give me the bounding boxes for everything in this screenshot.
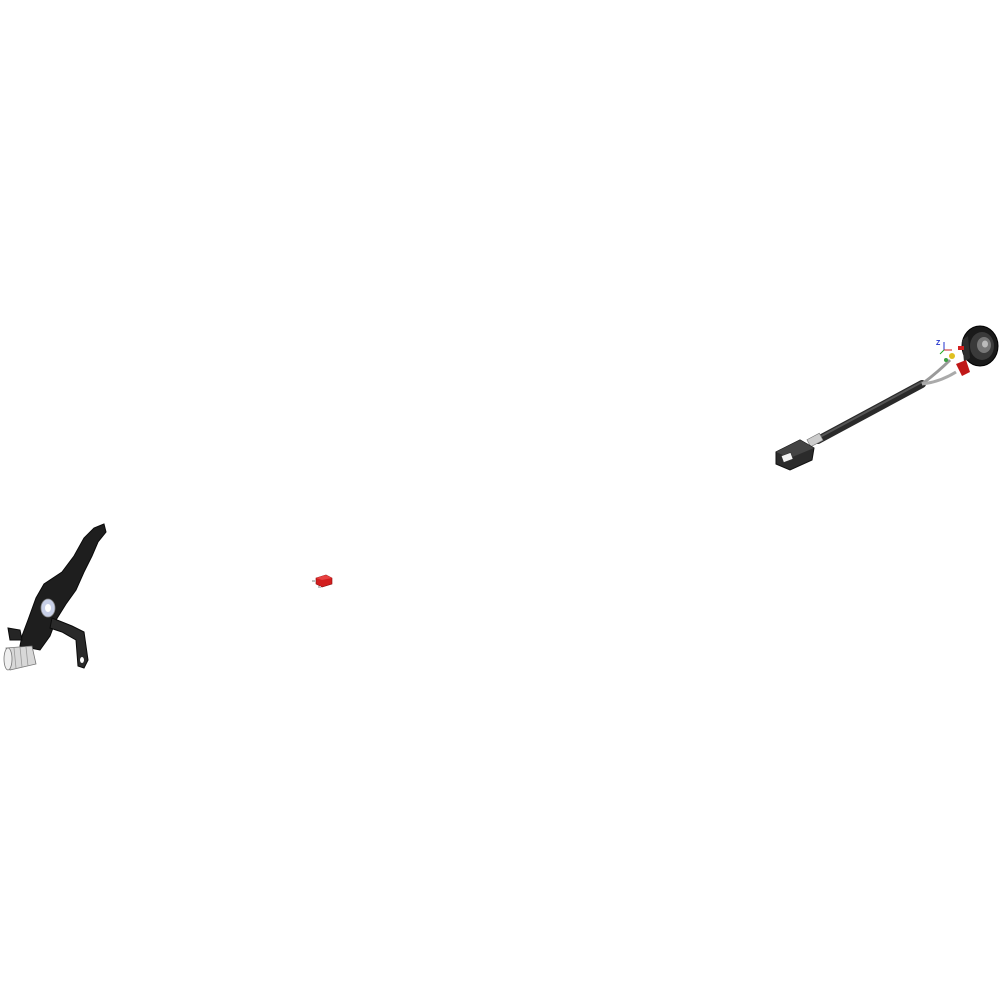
terminal-yellow — [949, 353, 955, 359]
terminal-red — [956, 360, 970, 376]
bracket-foot — [7, 627, 23, 641]
bracket-side-tab — [49, 617, 89, 669]
fuse-blade-right — [318, 586, 321, 588]
fuse-blade-left — [312, 580, 316, 582]
cable-wire-upper — [921, 358, 952, 386]
axis-label-z: Z — [936, 340, 941, 347]
cable-harness: Z — [775, 325, 999, 471]
cable-sheath — [814, 380, 926, 444]
gauge-head — [961, 325, 999, 367]
cable-connector — [775, 439, 815, 471]
axis-indicator: Z — [936, 340, 952, 355]
terminal-green — [944, 358, 948, 362]
mounting-bracket — [3, 523, 107, 671]
fuse — [312, 574, 333, 588]
bracket-cylinder — [3, 645, 37, 671]
cable-wire-lower — [921, 370, 957, 386]
